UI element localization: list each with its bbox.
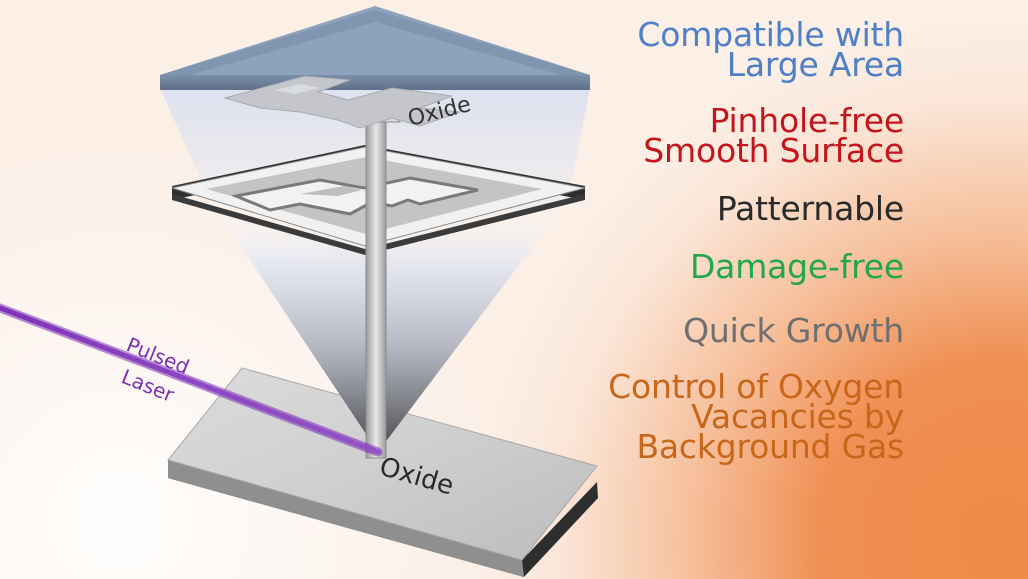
feature-oxygen-vacancies: Control of Oxygen Vacancies by Backgroun… <box>608 367 904 466</box>
substrate-glass: Oxide <box>160 6 590 132</box>
feature-patternable: Patternable <box>716 189 904 228</box>
feature-damage-free: Damage-free <box>689 247 904 286</box>
feature-pinhole-free: Pinhole-free Smooth Surface <box>643 101 904 170</box>
feature-large-area: Compatible with Large Area <box>637 15 904 84</box>
feature-quick-growth: Quick Growth <box>683 311 904 350</box>
